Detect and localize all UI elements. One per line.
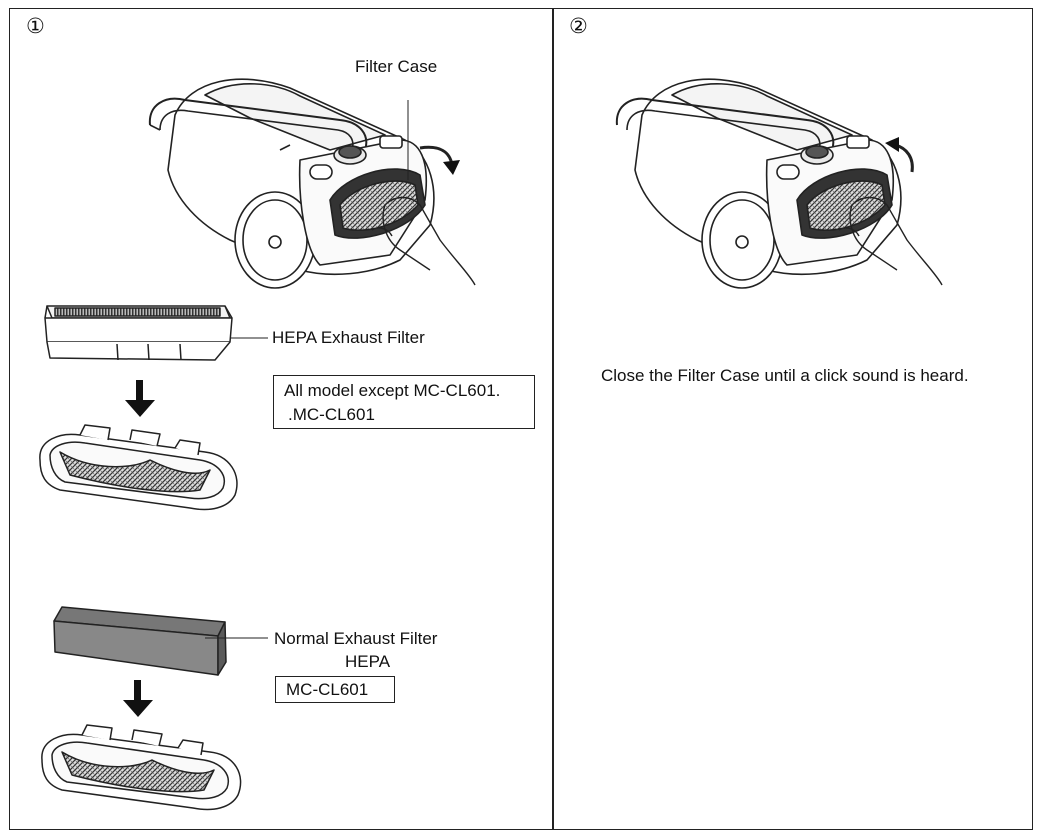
step-2-number: ② <box>569 15 588 38</box>
normal-model-note: MC-CL601 <box>275 676 395 703</box>
normal-filter-label-line2: HEPA <box>345 652 391 671</box>
normal-filter-label: Normal Exhaust Filter <box>274 629 438 648</box>
filter-case-label: Filter Case <box>355 57 438 76</box>
hepa-note-line-2: .MC-CL601 <box>288 405 375 424</box>
hepa-filter-label: HEPA Exhaust Filter <box>272 328 425 347</box>
hepa-model-note: All model except MC-CL601. .MC-CL601 <box>273 375 535 429</box>
hepa-note-line-1: All model except MC-CL601. <box>284 381 501 400</box>
close-instruction: Close the Filter Case until a click soun… <box>601 366 969 385</box>
step-1-number: ① <box>26 15 45 38</box>
manual-frame <box>9 8 1033 830</box>
panel-divider <box>552 8 554 830</box>
